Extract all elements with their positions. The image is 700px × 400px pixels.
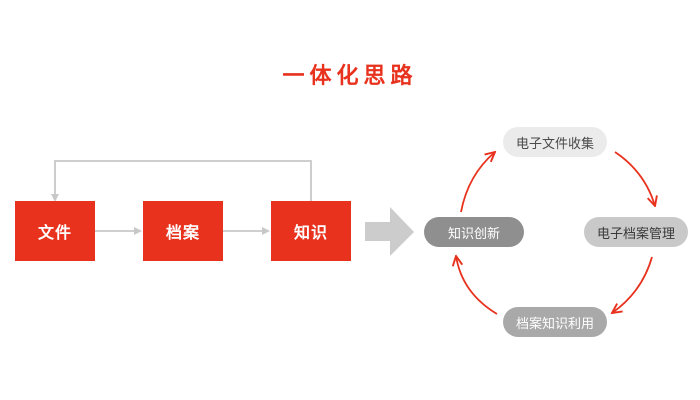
cycle-node-collect: 电子文件收集 [503, 127, 607, 157]
big-right-arrow [365, 207, 414, 256]
cycle-node-utilize: 档案知识利用 [503, 307, 607, 337]
box-archive: 档案 [143, 201, 223, 261]
box-knowledge: 知识 [271, 201, 351, 261]
cycle-arrow-bottom-to-left [456, 256, 498, 315]
cycle-arrow-left-to-top [460, 152, 495, 213]
cycle-arrow-top-to-right [614, 151, 655, 206]
feedback-loop-arrow [51, 160, 312, 202]
cycle-node-innovate: 知识创新 [424, 217, 524, 247]
diagram-title: 一体化思路 [282, 64, 418, 89]
cycle-arrow-right-to-bottom [612, 256, 653, 313]
cycle-node-manage: 电子档案管理 [584, 217, 688, 247]
box-file: 文件 [15, 201, 95, 261]
